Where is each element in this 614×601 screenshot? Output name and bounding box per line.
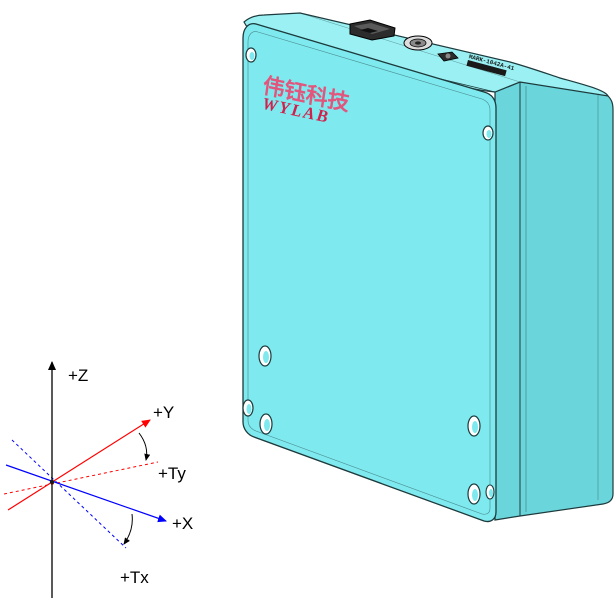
tx-rotation-arc bbox=[123, 513, 133, 545]
y-axis bbox=[7, 419, 151, 511]
mounting-hole bbox=[242, 399, 254, 417]
mounting-hole bbox=[467, 483, 481, 505]
device-enclosure: MARK-1042A-41 bbox=[242, 12, 614, 523]
mounting-hole bbox=[259, 413, 273, 435]
z-axis-label: +Z bbox=[68, 366, 88, 385]
x-axis-label: +X bbox=[172, 514, 193, 533]
mounting-hole bbox=[245, 47, 257, 63]
axis-origin bbox=[49, 479, 55, 485]
ty-label: +Ty bbox=[158, 464, 186, 483]
coordinate-axes: +Z +Y +Ty +X +Tx bbox=[3, 361, 193, 598]
tx-reference-line bbox=[11, 439, 127, 549]
device-front-face bbox=[242, 23, 497, 523]
device-side-panel bbox=[494, 81, 614, 521]
connector-port-round bbox=[403, 35, 433, 51]
mounting-holes bbox=[242, 47, 495, 505]
connector-port-small bbox=[437, 51, 459, 62]
ty-rotation-arc bbox=[138, 432, 151, 461]
mounting-hole bbox=[485, 484, 495, 500]
mounting-hole bbox=[467, 415, 481, 437]
mounting-hole bbox=[258, 345, 272, 367]
y-axis-label: +Y bbox=[153, 403, 174, 422]
ty-reference-line bbox=[3, 461, 159, 495]
tx-label: +Tx bbox=[120, 568, 149, 587]
connector-port-large bbox=[349, 19, 396, 41]
mounting-hole bbox=[482, 125, 494, 141]
x-axis bbox=[5, 464, 167, 523]
